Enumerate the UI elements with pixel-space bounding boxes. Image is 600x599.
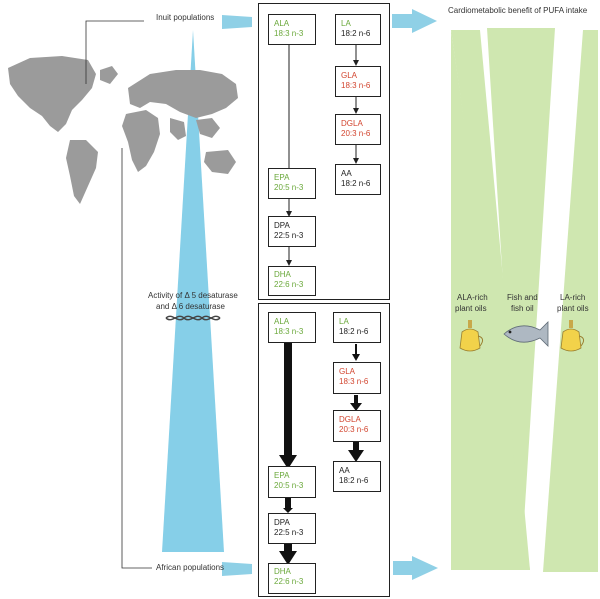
epa-formula: 20:5 n-3 bbox=[274, 481, 304, 490]
epa-name: EPA bbox=[274, 471, 290, 480]
box-ala-top: ALA 18:3 n-3 bbox=[268, 14, 316, 45]
arrowhead bbox=[283, 508, 293, 513]
dha-name: DHA bbox=[274, 567, 291, 576]
ala-name: ALA bbox=[274, 19, 290, 28]
inuit-pathway-panel bbox=[258, 3, 390, 300]
oil-bottle-icon bbox=[459, 320, 484, 352]
box-la-top: LA 18:2 n-6 bbox=[335, 14, 381, 45]
la-name: LA bbox=[341, 19, 351, 28]
box-dpa-top: DPA 22:5 n-3 bbox=[268, 216, 316, 247]
arrowhead bbox=[286, 260, 292, 266]
dha-formula: 22:6 n-3 bbox=[274, 577, 304, 586]
box-dpa-bottom: DPA 22:5 n-3 bbox=[268, 513, 316, 544]
benefit-title: Cardiometabolic benefit of PUFA intake bbox=[448, 6, 588, 15]
la-benefit-triangle bbox=[543, 30, 598, 572]
box-epa-top: EPA 20:5 n-3 bbox=[268, 168, 316, 199]
fish-icon bbox=[503, 321, 549, 347]
dgla-name: DGLA bbox=[339, 415, 361, 424]
arrowhead bbox=[279, 455, 297, 469]
world-map-icon bbox=[8, 56, 238, 204]
arrow-gla-dgla-bottom bbox=[354, 395, 358, 405]
ala-name: ALA bbox=[274, 317, 290, 326]
box-aa-top: AA 18:2 n-6 bbox=[335, 164, 381, 195]
oil-bottle-icon bbox=[560, 320, 585, 352]
dpa-formula: 22:5 n-3 bbox=[274, 528, 304, 537]
box-aa-bottom: AA 18:2 n-6 bbox=[333, 461, 381, 492]
arrowhead bbox=[279, 551, 297, 565]
gla-name: GLA bbox=[341, 71, 358, 80]
ala-rich-oils-label-line2: plant oils bbox=[455, 304, 487, 313]
box-dgla-top: DGLA 20:3 n-6 bbox=[335, 114, 381, 145]
fish-benefit-triangle bbox=[487, 28, 555, 570]
aa-name: AA bbox=[339, 466, 350, 475]
african-pathway-panel bbox=[258, 303, 390, 597]
arrow-ala-epa-bottom bbox=[284, 343, 292, 459]
la-name: LA bbox=[339, 317, 349, 326]
ala-formula: 18:3 n-3 bbox=[274, 327, 304, 336]
la-rich-oils-label-line1: LA-rich bbox=[560, 293, 586, 302]
la-formula: 18:2 n-6 bbox=[339, 327, 369, 336]
ala-benefit-triangle-base bbox=[451, 30, 530, 570]
dpa-formula: 22:5 n-3 bbox=[274, 231, 304, 240]
african-arrow-right bbox=[393, 556, 438, 580]
arrow-dpa-dha-bottom bbox=[284, 544, 292, 553]
dpa-name: DPA bbox=[274, 221, 290, 230]
fish-oil-label-line2: fish oil bbox=[511, 304, 534, 313]
african-populations-label: African populations bbox=[156, 563, 225, 572]
dna-icon bbox=[165, 315, 221, 321]
arrowhead bbox=[350, 403, 362, 411]
desaturase-triangle bbox=[162, 30, 224, 552]
box-epa-bottom: EPA 20:5 n-3 bbox=[268, 466, 316, 498]
inuit-connector bbox=[85, 20, 144, 84]
inuit-arrow-right bbox=[392, 9, 437, 33]
la-rich-oils-label-line2: plant oils bbox=[557, 304, 589, 313]
arrowhead bbox=[286, 211, 292, 217]
aa-name: AA bbox=[341, 169, 352, 178]
box-dha-bottom: DHA 22:6 n-3 bbox=[268, 563, 316, 594]
arrowhead bbox=[353, 108, 359, 114]
ala-formula: 18:3 n-3 bbox=[274, 29, 304, 38]
gla-formula: 18:3 n-6 bbox=[339, 377, 369, 386]
box-dgla-bottom: DGLA 20:3 n-6 bbox=[333, 410, 381, 442]
desaturase-label-line2: and Δ 6 desaturase bbox=[156, 302, 225, 311]
fish-oil-label-line1: Fish and bbox=[507, 293, 538, 302]
arrowhead bbox=[353, 60, 359, 66]
arrowhead bbox=[353, 158, 359, 164]
box-dha-top: DHA 22:6 n-3 bbox=[268, 266, 316, 296]
inuit-populations-label: Inuit populations bbox=[156, 13, 215, 22]
aa-formula: 18:2 n-6 bbox=[341, 179, 371, 188]
epa-formula: 20:5 n-3 bbox=[274, 183, 304, 192]
gla-formula: 18:3 n-6 bbox=[341, 81, 371, 90]
arrow-dgla-aa-bottom bbox=[353, 442, 359, 452]
dgla-name: DGLA bbox=[341, 119, 363, 128]
arrowhead bbox=[348, 450, 364, 462]
aa-formula: 18:2 n-6 bbox=[339, 476, 369, 485]
box-gla-top: GLA 18:3 n-6 bbox=[335, 66, 381, 97]
dgla-formula: 20:3 n-6 bbox=[341, 129, 371, 138]
la-formula: 18:2 n-6 bbox=[341, 29, 371, 38]
dha-name: DHA bbox=[274, 270, 291, 279]
inuit-arrow-left bbox=[222, 15, 252, 29]
epa-name: EPA bbox=[274, 173, 290, 182]
ala-rich-oils-label-line1: ALA-rich bbox=[457, 293, 488, 302]
dha-formula: 22:6 n-3 bbox=[274, 280, 304, 289]
gla-name: GLA bbox=[339, 367, 356, 376]
box-gla-bottom: GLA 18:3 n-6 bbox=[333, 362, 381, 394]
african-connector bbox=[121, 148, 152, 569]
arrow-epa-dpa-bottom bbox=[285, 498, 291, 510]
box-ala-bottom: ALA 18:3 n-3 bbox=[268, 312, 316, 343]
box-la-bottom: LA 18:2 n-6 bbox=[333, 312, 381, 343]
african-arrow-left bbox=[222, 562, 252, 576]
dpa-name: DPA bbox=[274, 518, 290, 527]
dgla-formula: 20:3 n-6 bbox=[339, 425, 369, 434]
desaturase-label-line1: Activity of Δ 5 desaturase bbox=[148, 291, 238, 300]
arrow-la-gla-bottom bbox=[355, 344, 357, 356]
arrowhead bbox=[352, 354, 360, 361]
